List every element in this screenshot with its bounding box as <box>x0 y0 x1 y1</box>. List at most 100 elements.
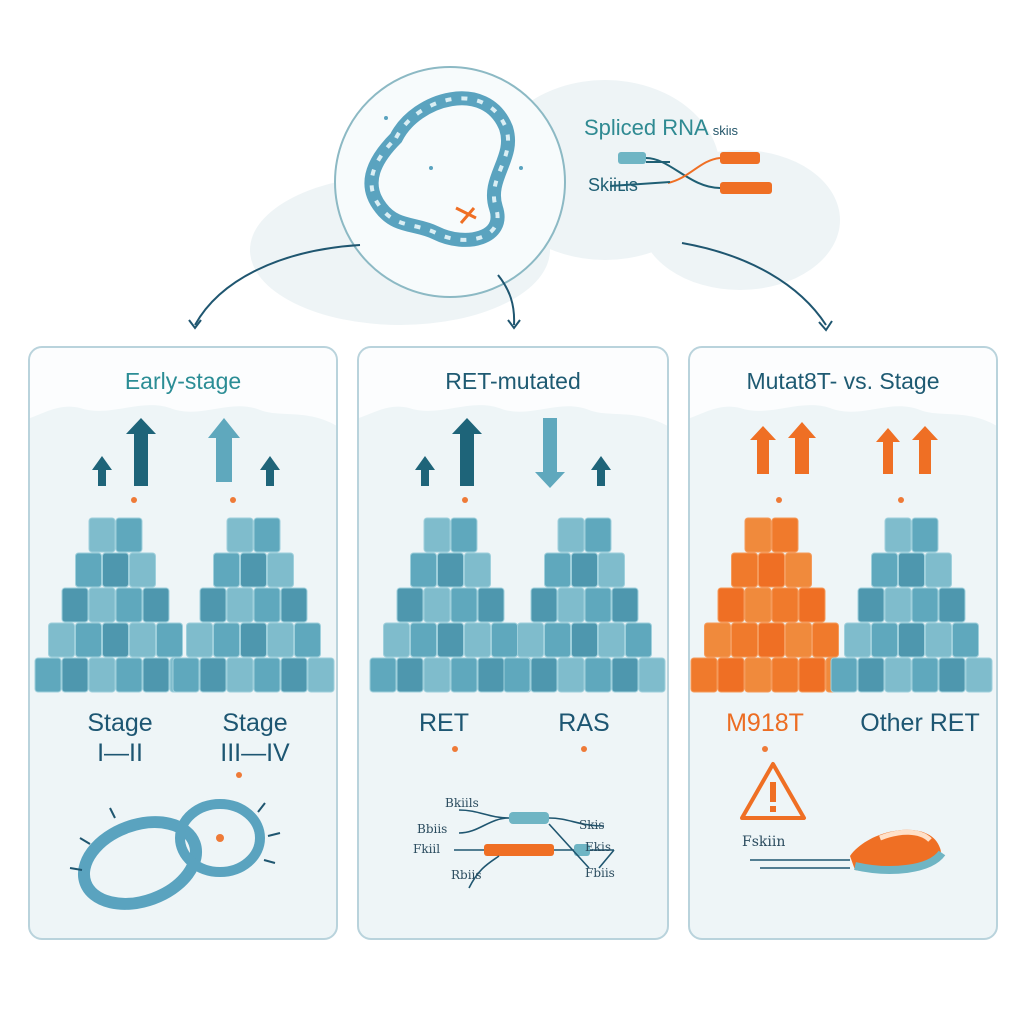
block <box>884 657 912 693</box>
panel-ret-mutated: RET-mutated RET RAS Bkiils Bbiis Fkiil R… <box>357 346 669 940</box>
warning-icon <box>740 762 806 820</box>
block <box>423 587 451 623</box>
block <box>898 622 925 658</box>
block <box>744 657 772 693</box>
panel-1-blocks <box>34 418 335 693</box>
block <box>240 552 267 588</box>
splice-network-icon <box>454 809 615 889</box>
block <box>75 622 102 658</box>
marker-dot <box>581 746 587 752</box>
ras-label: RAS <box>509 708 659 738</box>
panel-early-stage: Early-stage Stage I—II Stage III—IV <box>28 346 338 940</box>
block <box>48 622 75 658</box>
block <box>75 552 102 588</box>
block <box>771 587 799 623</box>
block <box>280 587 308 623</box>
block <box>557 657 585 693</box>
block <box>517 622 544 658</box>
label-line: RET <box>419 709 469 737</box>
stage-i-ii-label: Stage I—II <box>45 708 195 768</box>
label-line: Stage <box>222 709 288 737</box>
block <box>611 657 639 693</box>
block-pyramid <box>690 517 853 693</box>
block <box>530 657 558 693</box>
label-line: III—IV <box>220 739 290 767</box>
block <box>731 622 758 658</box>
block <box>240 622 267 658</box>
block <box>938 587 966 623</box>
block <box>771 517 799 553</box>
block <box>410 552 437 588</box>
block <box>115 587 143 623</box>
block <box>952 622 979 658</box>
block <box>102 622 129 658</box>
block <box>717 657 745 693</box>
block <box>294 622 321 658</box>
arrow-group-left <box>92 418 156 486</box>
block <box>884 517 912 553</box>
block-pyramid <box>503 517 666 693</box>
block <box>785 622 812 658</box>
diagram-label: Fbiis <box>585 866 615 880</box>
block <box>491 622 518 658</box>
diagram-label: Ekis <box>585 840 612 854</box>
block <box>544 552 571 588</box>
block <box>383 622 410 658</box>
block <box>557 517 585 553</box>
block-pyramid <box>830 517 993 693</box>
block <box>423 657 451 693</box>
block <box>625 622 652 658</box>
block <box>396 587 424 623</box>
block <box>571 622 598 658</box>
block <box>830 657 858 693</box>
block <box>267 622 294 658</box>
block <box>690 657 718 693</box>
block <box>450 587 478 623</box>
rna-rings-icon <box>69 799 281 910</box>
block-pyramid <box>172 517 335 693</box>
block <box>530 587 558 623</box>
block <box>812 622 839 658</box>
block <box>785 552 812 588</box>
block <box>396 657 424 693</box>
block <box>477 657 505 693</box>
spliced-rna-title-suffix: ѕkiιs <box>712 123 738 138</box>
block <box>571 552 598 588</box>
m918t-label: M918T <box>690 708 840 738</box>
block <box>369 657 397 693</box>
block <box>88 587 116 623</box>
panel-3-blocks <box>690 422 993 693</box>
panel-title: Early-stage <box>124 368 242 394</box>
block <box>584 657 612 693</box>
block <box>423 517 451 553</box>
block <box>253 657 281 693</box>
block <box>503 657 531 693</box>
rna-fragment-icon <box>750 829 946 874</box>
background-cloud <box>640 150 840 290</box>
block <box>450 517 478 553</box>
label-line: Other RET <box>860 709 980 737</box>
block <box>744 517 772 553</box>
block <box>798 657 826 693</box>
label-line: M918T <box>726 709 804 737</box>
other-ret-label: Other RET <box>840 708 996 738</box>
block <box>253 587 281 623</box>
marker-dot <box>236 772 242 778</box>
block <box>638 657 666 693</box>
block <box>213 622 240 658</box>
diagram-label: Fskiin <box>742 834 786 850</box>
diagram-label: Rbiis <box>451 868 482 882</box>
block <box>898 552 925 588</box>
rna-loop-icon <box>364 91 523 247</box>
block <box>731 552 758 588</box>
block <box>758 552 785 588</box>
block <box>771 657 799 693</box>
panel-2-blocks <box>369 418 666 693</box>
block <box>115 657 143 693</box>
label-line: I—II <box>97 739 143 767</box>
diagram-label: Bbiis <box>417 822 448 836</box>
panel-header-cloud <box>690 348 996 426</box>
panel-mutation-vs-stage: Mutat8T- vs. Stage M918T Other RET Fskii… <box>688 346 998 940</box>
block <box>925 552 952 588</box>
block <box>142 657 170 693</box>
